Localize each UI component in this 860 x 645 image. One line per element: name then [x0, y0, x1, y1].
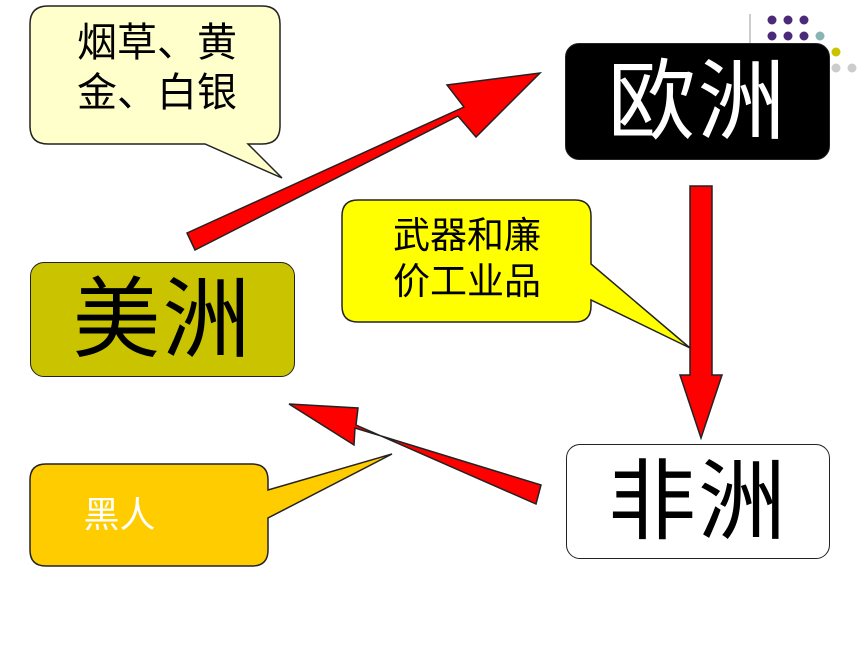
- arrow-europe-to-africa: [678, 185, 724, 441]
- americas-label: 美洲: [72, 267, 253, 371]
- slaves-label: 黑人: [83, 494, 156, 536]
- arrow-africa-to-americas: [288, 403, 542, 506]
- goods-line-1: 烟草、黄: [77, 20, 237, 66]
- weapons-callout-text: 武器和廉 价工业品: [344, 205, 590, 325]
- arrow-americas-to-europe: [185, 71, 543, 252]
- americas-node: 美洲: [30, 262, 295, 377]
- weapons-callout-shape: [341, 199, 691, 349]
- goods-callout-text: 烟草、黄 金、白银: [34, 8, 280, 138]
- weapons-line-2: 价工业品: [393, 260, 541, 304]
- europe-node: 欧洲: [565, 43, 830, 160]
- weapons-line-1: 武器和廉: [393, 214, 541, 257]
- europe-label: 欧洲: [607, 49, 788, 153]
- africa-node: 非洲: [566, 444, 830, 559]
- slaves-callout-text: 黑人: [32, 465, 267, 565]
- goods-callout-shape: [29, 5, 283, 179]
- goods-line-2: 金、白银: [77, 70, 237, 116]
- africa-label: 非洲: [607, 449, 788, 553]
- slaves-callout-shape: [29, 453, 393, 567]
